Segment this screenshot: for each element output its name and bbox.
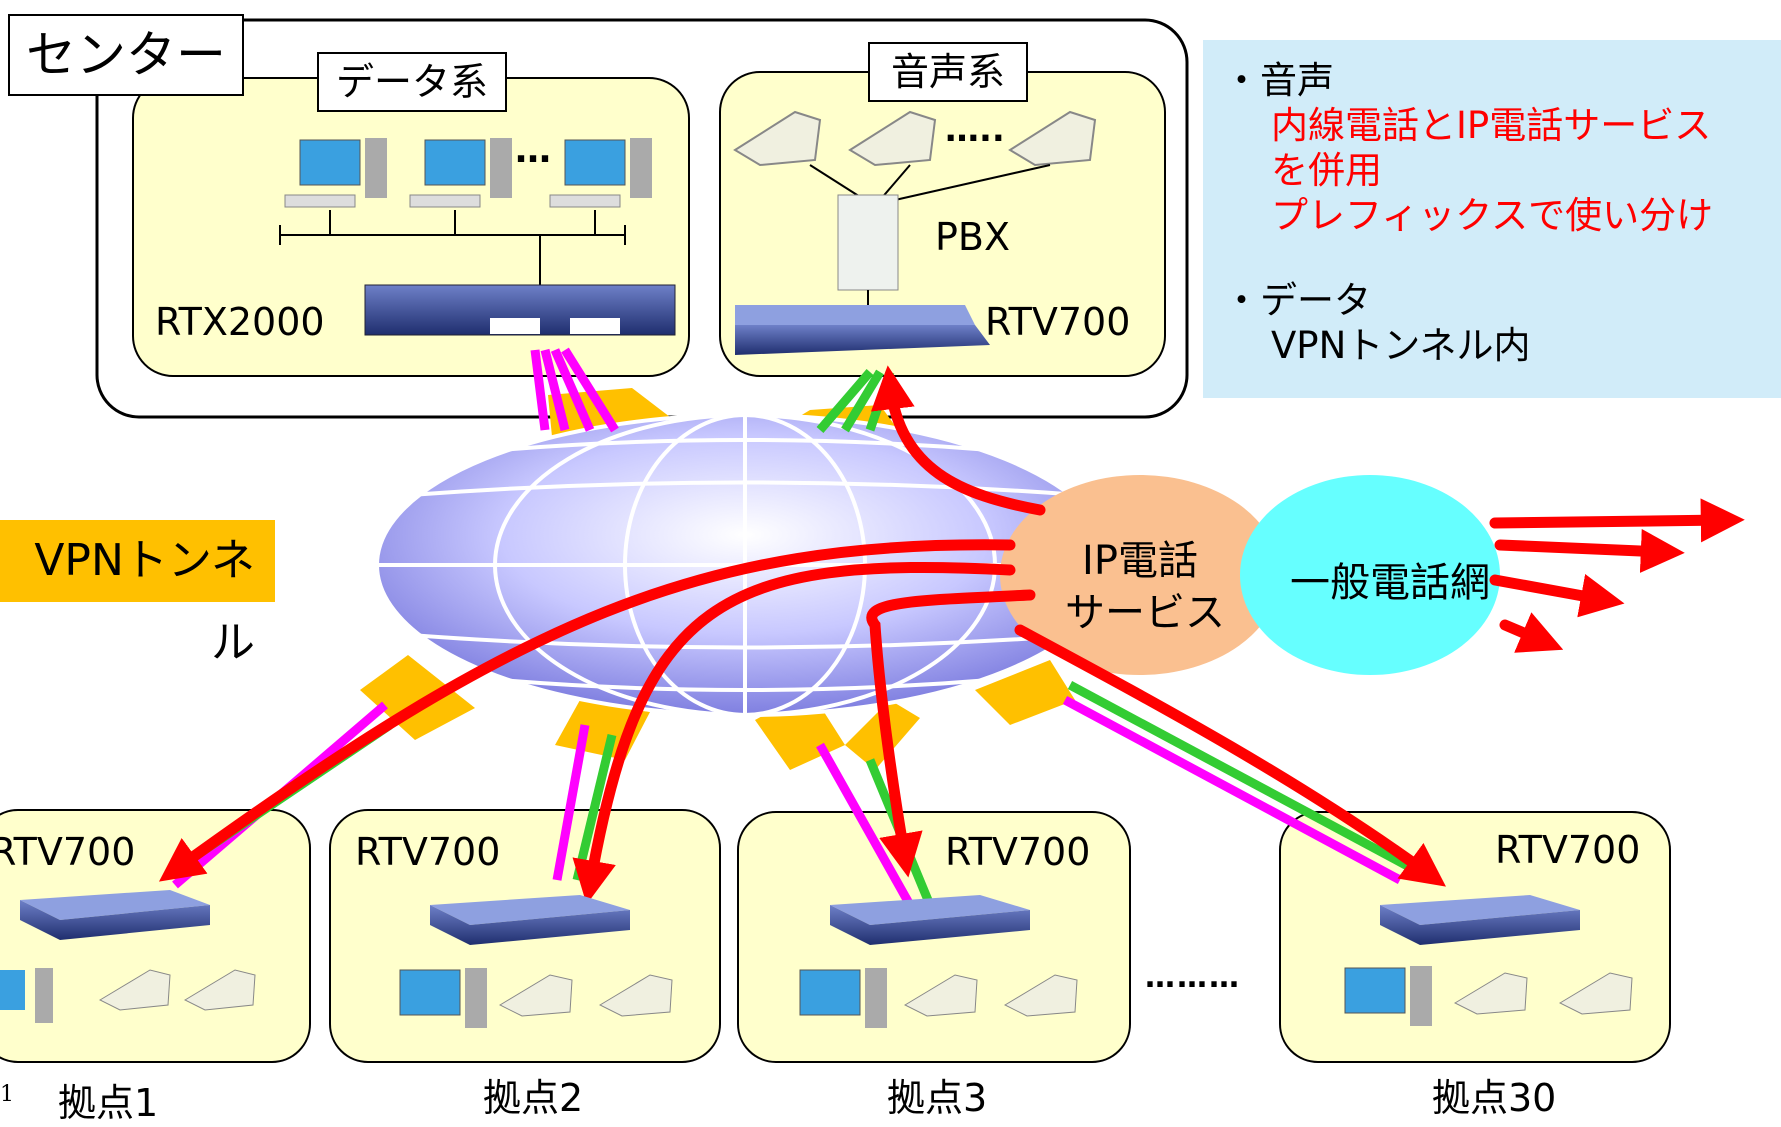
notes-voice-line1: 内線電話とIP電話サービス <box>1271 104 1712 147</box>
notes-data-heading: ・データ <box>1223 279 1371 322</box>
notes-voice-line2: を併用 <box>1271 149 1382 192</box>
notes-voice-line3: プレフィックスで使い分け <box>1271 194 1714 237</box>
voice-group-phones <box>733 110 1097 201</box>
pbx-device <box>837 194 899 291</box>
public-network-label: 一般電話網 <box>1290 560 1490 606</box>
site30-equipment <box>1344 895 1633 1026</box>
voice-group-ellipsis: ….. <box>945 110 1005 150</box>
site30-router-label: RTV700 <box>1495 828 1641 872</box>
data-group-pcs <box>279 138 652 285</box>
page-number: 1 <box>0 1082 14 1107</box>
site2-equipment <box>399 895 673 1028</box>
voice-group-title: 音声系 <box>868 42 1028 102</box>
vpn-tunnel-label: VPNトンネル <box>0 520 275 668</box>
site2-router-label: RTV700 <box>355 830 501 874</box>
ip-call-arrows <box>158 365 1745 905</box>
notes-data-line1: VPNトンネル内 <box>1271 324 1531 367</box>
sites-ellipsis: ……… <box>1145 960 1241 995</box>
vpn-tunnel-site1 <box>360 655 475 740</box>
site30-name: 拠点30 <box>1432 1076 1557 1120</box>
public-network-shape <box>1240 475 1500 675</box>
site1-router-label: RTV700 <box>0 830 136 874</box>
site1-equipment <box>0 890 256 1023</box>
data-group-ellipsis: … <box>515 130 551 171</box>
data-group-title: データ系 <box>317 52 507 112</box>
ip-phone-line2: サービス <box>1065 590 1225 636</box>
notes-box: ・音声 内線電話とIP電話サービス を併用 プレフィックスで使い分け ・データ … <box>1203 40 1781 398</box>
site3-router-label: RTV700 <box>945 830 1091 874</box>
center-rtv700-label: RTV700 <box>985 300 1131 344</box>
site1-name: 拠点1 <box>58 1081 159 1125</box>
rtx2000-router <box>364 284 676 336</box>
site3-equipment <box>799 895 1078 1028</box>
site2-name: 拠点2 <box>483 1076 584 1120</box>
ip-phone-service-shape <box>1000 475 1280 675</box>
ip-phone-line1: IP電話 <box>1082 538 1198 584</box>
vpn-tunnel-site30 <box>975 660 1075 725</box>
center-title: センター <box>8 14 244 96</box>
pbx-label: PBX <box>935 215 1011 259</box>
center-rtv700-router <box>735 305 990 355</box>
site3-name: 拠点3 <box>887 1076 988 1120</box>
rtx2000-label: RTX2000 <box>155 300 325 344</box>
notes-voice-heading: ・音声 <box>1223 59 1334 102</box>
